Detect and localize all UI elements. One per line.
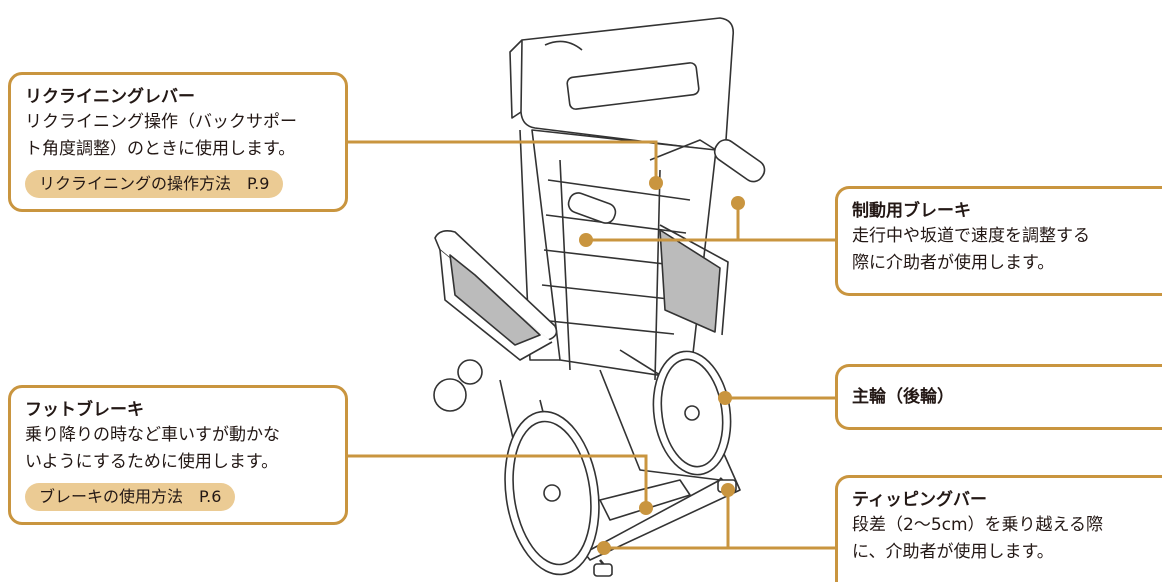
- control-brake-desc-2: 際に介助者が使用します。: [852, 253, 1055, 273]
- control-brake-desc-1: 走行中や坂道で速度を調整する: [852, 226, 1090, 246]
- main-wheel-title: 主輪（後輪）: [852, 387, 954, 407]
- callout-main-wheel: 主輪（後輪）: [835, 364, 1162, 430]
- tipping-bar-desc-2: に、介助者が使用します。: [852, 542, 1054, 562]
- callout-control-brake: 制動用ブレーキ 走行中や坂道で速度を調整する 際に介助者が使用します。: [835, 186, 1162, 296]
- tipping-bar-desc-1: 段差（2～5cm）を乗り越える際: [852, 515, 1104, 535]
- callout-tipping-bar: ティッピングバー 段差（2～5cm）を乗り越える際 に、介助者が使用します。: [835, 475, 1162, 582]
- callout-foot-brake: フットブレーキ 乗り降りの時など車いすが動かな いようにするために使用します。 …: [8, 385, 348, 525]
- wheelchair-illustration: [433, 17, 766, 577]
- reclining-lever-title: リクライニングレバー: [25, 87, 195, 107]
- tipping-bar-title: ティッピングバー: [852, 490, 987, 510]
- reclining-lever-ref-link[interactable]: リクライニングの操作方法 P.9: [25, 170, 284, 198]
- foot-brake-ref-link[interactable]: ブレーキの使用方法 P.6: [25, 483, 236, 511]
- leader-lines: [346, 140, 838, 550]
- foot-brake-desc-2: いようにするために使用します。: [25, 452, 279, 472]
- foot-brake-dot: [639, 501, 653, 515]
- callout-reclining-lever: リクライニングレバー リクライニング操作（バックサポー ト角度調整）のときに使用…: [8, 72, 348, 212]
- control-brake-dot-1: [731, 196, 745, 210]
- control-brake-dot-2: [579, 233, 593, 247]
- reclining-lever-desc-1: リクライニング操作（バックサポー: [25, 112, 297, 132]
- tipping-bar-dot-1: [721, 483, 735, 497]
- reclining-lever-dot: [649, 176, 663, 190]
- foot-brake-desc-1: 乗り降りの時など車いすが動かな: [25, 425, 280, 445]
- foot-brake-title: フットブレーキ: [25, 400, 144, 420]
- target-dots: [579, 176, 745, 555]
- control-brake-title: 制動用ブレーキ: [852, 201, 971, 221]
- main-wheel-dot: [718, 391, 732, 405]
- reclining-lever-desc-2: ト角度調整）のときに使用します。: [25, 139, 296, 159]
- tipping-bar-dot-2: [597, 541, 611, 555]
